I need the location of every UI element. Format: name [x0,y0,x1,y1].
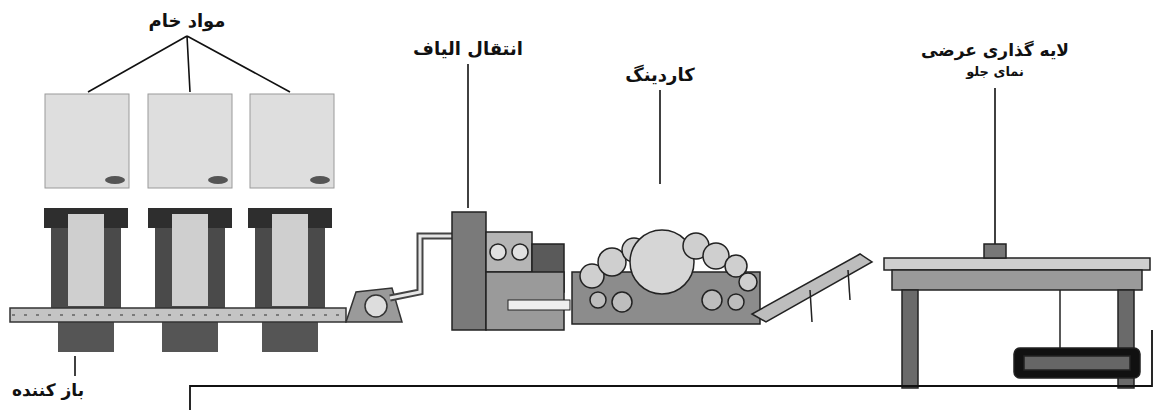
raw-material-bale [45,94,129,188]
fan-unit [346,288,402,322]
carding-machine [702,290,722,310]
leader-lines [994,88,996,248]
cross-lapper [1014,348,1140,378]
fiber-transfer-machine [452,212,486,330]
leader-lines [75,36,995,376]
raw-material-bale [105,176,125,184]
feed-conveyor [10,308,346,322]
leader-lines [467,64,469,208]
inclined-conveyor [752,254,872,322]
raw-material-bale [45,94,334,188]
raw-material-bale [310,176,330,184]
fiber-transfer-machine [508,300,570,310]
fiber-duct [390,236,458,298]
fiber-transfer-machine [452,212,570,330]
label-text: مواد خام [148,10,225,32]
fan-unit [346,288,402,322]
cross-lapper [884,258,1150,270]
cross-lapper [1024,356,1130,370]
raw-material-bale [148,94,232,188]
carding-machine [728,294,744,310]
opener-hopper [44,208,332,352]
cross-lapper [902,290,918,388]
label-text: باز کننده [12,380,84,400]
fiber-duct [390,236,458,298]
carding-machine [572,230,760,324]
opener-hopper [272,214,308,306]
feed-conveyor [10,308,346,322]
raw-material-bale [208,176,228,184]
label-text: کاردینگ [625,64,694,86]
carding-machine [590,292,606,308]
feed-conveyor [12,315,344,316]
fiber-transfer-machine [486,232,532,272]
sublabel-text: نمای جلو [966,64,1024,80]
opener-hopper [262,322,318,352]
cross-lapper [884,244,1150,388]
opener-hopper [68,214,104,306]
raw-material-bale [250,94,334,188]
fiber-transfer-machine [490,244,506,260]
inclined-conveyor [848,270,850,300]
label-text: لایه گذاری عرضی [921,40,1069,60]
inclined-conveyor [752,254,872,322]
opener-hopper [162,322,218,352]
inclined-conveyor [810,290,812,322]
fiber-duct [390,236,458,298]
frame-line [190,330,1152,410]
label-text: انتقال الیاف [413,38,523,60]
carding-machine [739,273,757,291]
leader-lines [88,36,290,92]
cross-lapper [984,244,1006,258]
carding-machine [612,292,632,312]
fiber-transfer-machine [512,244,528,260]
opener-hopper [172,214,208,306]
cross-lapper [1059,290,1061,348]
fan-unit [365,295,387,317]
frame-line [190,330,1152,410]
leader-lines [659,90,661,184]
opener-hopper [58,322,114,352]
leader-lines [74,356,76,376]
cross-lapper [892,270,1142,290]
